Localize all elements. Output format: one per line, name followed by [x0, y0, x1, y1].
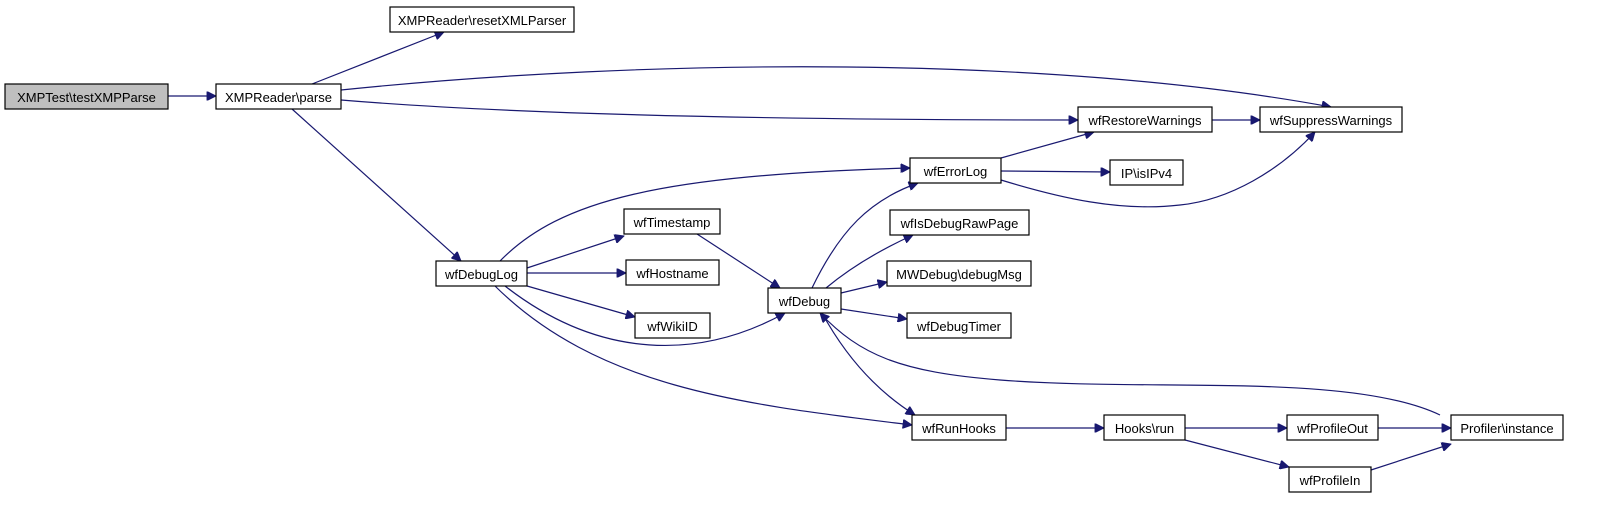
node-label-root: XMPTest\testXMPParse	[17, 90, 156, 105]
node-box-isipv4[interactable]	[1109, 159, 1184, 186]
node-box-profileout[interactable]	[1286, 414, 1379, 441]
nodes-layer: XMPTest\testXMPParse XMPReader\parse XMPRe…	[4, 6, 1564, 493]
node-wikiid[interactable]: wfWikiID	[634, 312, 711, 339]
node-box-hostname[interactable]	[625, 259, 720, 286]
edge-debug-to-mwdebug	[840, 282, 887, 294]
node-box-errorlog[interactable]	[909, 157, 1002, 184]
node-box-debugtimer[interactable]	[906, 312, 1012, 339]
node-errorlog[interactable]: wfErrorLog	[909, 157, 1002, 184]
node-root[interactable]: XMPTest\testXMPParse	[4, 83, 169, 110]
node-label-wikiid: wfWikiID	[646, 319, 698, 334]
node-label-suppress: wfSuppressWarnings	[1269, 113, 1393, 128]
node-timestamp[interactable]: wfTimestamp	[623, 208, 721, 235]
node-mwdebug[interactable]: MWDebug\debugMsg	[886, 260, 1032, 287]
node-label-hostname: wfHostname	[635, 266, 708, 281]
edge-errorlog-to-suppress	[1000, 132, 1315, 208]
node-box-isdebugraw[interactable]	[889, 209, 1030, 236]
node-debugtimer[interactable]: wfDebugTimer	[906, 312, 1012, 339]
node-profilein[interactable]: wfProfileIn	[1288, 466, 1372, 493]
node-label-debug: wfDebug	[778, 294, 830, 309]
node-label-debugtimer: wfDebugTimer	[916, 319, 1002, 334]
node-label-debuglog: wfDebugLog	[444, 267, 518, 282]
node-label-parse: XMPReader\parse	[225, 90, 332, 105]
node-hostname[interactable]: wfHostname	[625, 259, 720, 286]
node-box-profilein[interactable]	[1288, 466, 1372, 493]
node-isipv4[interactable]: IP\isIPv4	[1109, 159, 1184, 186]
node-box-restore[interactable]	[1077, 106, 1213, 133]
node-label-reset: XMPReader\resetXMLParser	[398, 13, 567, 28]
edge-debug-to-errorlog	[811, 183, 918, 289]
node-box-profiler[interactable]	[1450, 414, 1564, 441]
node-label-runhooks: wfRunHooks	[921, 421, 996, 436]
edge-parse-to-restore	[340, 99, 1078, 120]
node-box-wikiid[interactable]	[634, 312, 711, 339]
node-label-errorlog: wfErrorLog	[923, 164, 988, 179]
node-isdebugraw[interactable]: wfIsDebugRawPage	[889, 209, 1030, 236]
node-label-hooksrun: Hooks\run	[1115, 421, 1174, 436]
node-debug[interactable]: wfDebug	[767, 287, 842, 314]
edge-parse-to-suppress	[340, 66, 1331, 107]
node-label-timestamp: wfTimestamp	[633, 215, 711, 230]
node-label-profiler: Profiler\instance	[1460, 421, 1553, 436]
edge-profilein-to-profiler	[1370, 444, 1451, 471]
edge-debuglog-to-debug	[504, 285, 785, 347]
edge-errorlog-to-restore	[1000, 132, 1094, 159]
node-profileout[interactable]: wfProfileOut	[1286, 414, 1379, 441]
node-runhooks[interactable]: wfRunHooks	[911, 414, 1007, 441]
node-box-runhooks[interactable]	[911, 414, 1007, 441]
node-box-debug[interactable]	[767, 287, 842, 314]
node-parse[interactable]: XMPReader\parse	[215, 83, 342, 110]
node-box-hooksrun[interactable]	[1103, 414, 1186, 441]
node-box-root[interactable]	[4, 83, 169, 110]
edge-hooksrun-to-profilein	[1184, 439, 1289, 467]
node-label-profilein: wfProfileIn	[1299, 473, 1361, 488]
node-box-parse[interactable]	[215, 83, 342, 110]
node-suppress[interactable]: wfSuppressWarnings	[1259, 106, 1403, 133]
node-box-debuglog[interactable]	[435, 260, 528, 287]
node-label-profileout: wfProfileOut	[1296, 421, 1368, 436]
node-box-suppress[interactable]	[1259, 106, 1403, 133]
node-hooksrun[interactable]: Hooks\run	[1103, 414, 1186, 441]
edge-debug-to-debugtimer	[840, 308, 907, 319]
node-debuglog[interactable]: wfDebugLog	[435, 260, 528, 287]
node-label-mwdebug: MWDebug\debugMsg	[896, 267, 1022, 282]
node-box-mwdebug[interactable]	[886, 260, 1032, 287]
edge-timestamp-to-debug	[696, 233, 780, 288]
node-reset[interactable]: XMPReader\resetXMLParser	[389, 6, 575, 33]
edge-parse-to-debuglog	[291, 108, 461, 261]
edge-debuglog-to-wikiid	[526, 285, 635, 317]
edge-profiler-to-debug	[820, 313, 1441, 416]
node-label-isdebugraw: wfIsDebugRawPage	[900, 216, 1019, 231]
node-label-restore: wfRestoreWarnings	[1088, 113, 1202, 128]
edges-layer	[168, 32, 1451, 471]
node-box-timestamp[interactable]	[623, 208, 721, 235]
node-label-isipv4: IP\isIPv4	[1121, 166, 1172, 181]
node-restore[interactable]: wfRestoreWarnings	[1077, 106, 1213, 133]
edge-debug-to-isdebugraw	[825, 235, 913, 289]
edge-debug-to-runhooks	[821, 312, 915, 415]
edge-errorlog-to-isipv4	[1000, 171, 1110, 172]
node-profiler[interactable]: Profiler\instance	[1450, 414, 1564, 441]
node-box-reset[interactable]	[389, 6, 575, 33]
edge-debuglog-to-runhooks	[494, 285, 912, 425]
edge-debuglog-to-timestamp	[526, 236, 624, 269]
edge-parse-to-reset	[311, 32, 444, 85]
edge-debuglog-to-errorlog	[499, 168, 910, 262]
